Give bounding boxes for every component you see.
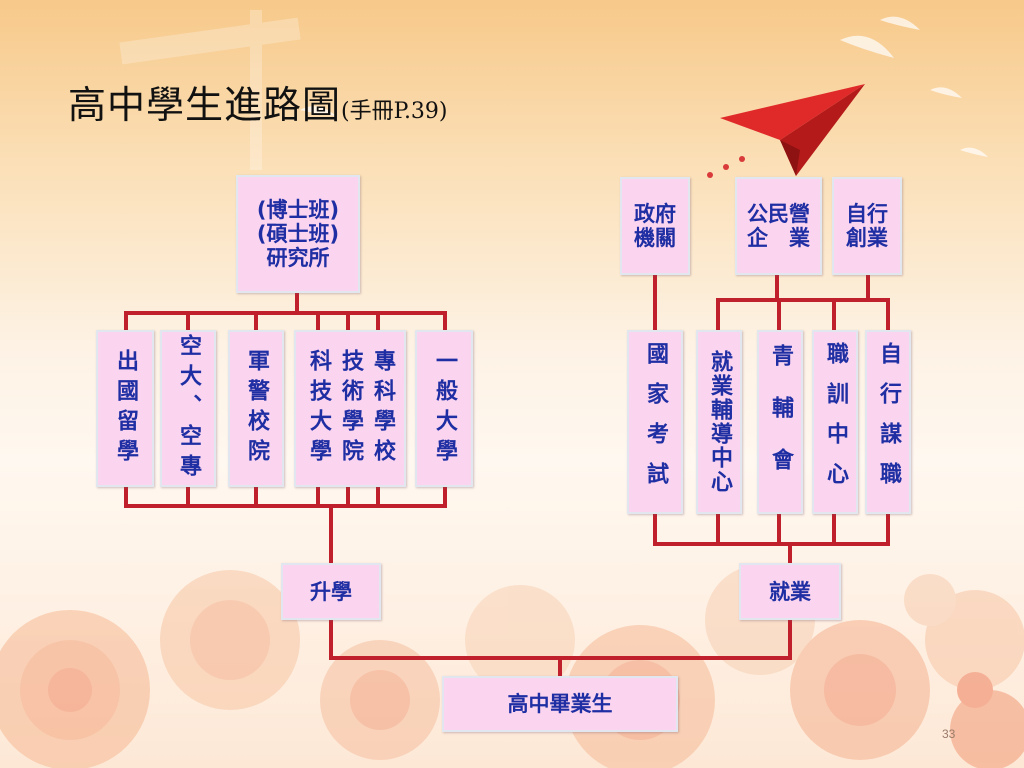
career-center-box: 就業輔導中心 <box>696 330 742 514</box>
graduate-box: 高中畢業生 <box>442 676 678 732</box>
enterprise-box: 公民營 企 業 <box>735 177 822 275</box>
title-sub: (手冊P.39) <box>341 99 448 124</box>
self-job-search-box: 自行謀職 <box>865 330 911 514</box>
study-abroad-label: 出國留學 <box>113 348 138 469</box>
general-university-box: 一般大學 <box>415 330 473 487</box>
tech-schools-box: 專科學校 技術學院 科技大學 <box>294 330 406 487</box>
slide-number: 33 <box>942 727 956 741</box>
national-exam-box: 國家考試 <box>627 330 683 514</box>
graduate-school-label: (博士班) (碩士班) 研究所 <box>256 198 340 270</box>
entrepreneurship-box: 自行 創業 <box>832 177 902 275</box>
vocational-training-box: 職訓中心 <box>812 330 858 514</box>
national-exam-label: 國家考試 <box>643 342 668 502</box>
government-box: 政府 機關 <box>620 177 690 275</box>
youth-counseling-label: 青輔會 <box>768 344 793 500</box>
entrepreneurship-label: 自行 創業 <box>846 202 888 250</box>
employment-box: 就業 <box>739 563 841 620</box>
study-abroad-box: 出國留學 <box>96 330 154 487</box>
title-main: 高中學生進路圖 <box>68 83 342 127</box>
paper-plane-icon <box>707 84 865 178</box>
tech-schools-label: 專科學校 技術學院 科技大學 <box>306 348 395 469</box>
career-center-label: 就業輔導中心 <box>707 350 732 494</box>
open-university-box: 空大、空專 <box>160 330 216 487</box>
slide-title: 高中學生進路圖(手冊P.39) <box>68 74 448 129</box>
military-police-box: 軍警校院 <box>228 330 284 487</box>
government-label: 政府 機關 <box>634 202 676 250</box>
graduate-label: 高中畢業生 <box>507 692 613 716</box>
vocational-training-label: 職訓中心 <box>823 342 848 502</box>
self-job-search-label: 自行謀職 <box>876 342 901 502</box>
military-police-label: 軍警校院 <box>244 348 269 469</box>
further-study-label: 升學 <box>310 579 352 604</box>
graduate-school-box: (博士班) (碩士班) 研究所 <box>236 175 360 293</box>
youth-counseling-box: 青輔會 <box>757 330 803 514</box>
general-university-label: 一般大學 <box>432 348 457 469</box>
further-study-box: 升學 <box>281 563 381 620</box>
open-university-label: 空大、空專 <box>176 333 201 484</box>
employment-label: 就業 <box>769 579 811 604</box>
enterprise-label: 公民營 企 業 <box>747 202 810 250</box>
